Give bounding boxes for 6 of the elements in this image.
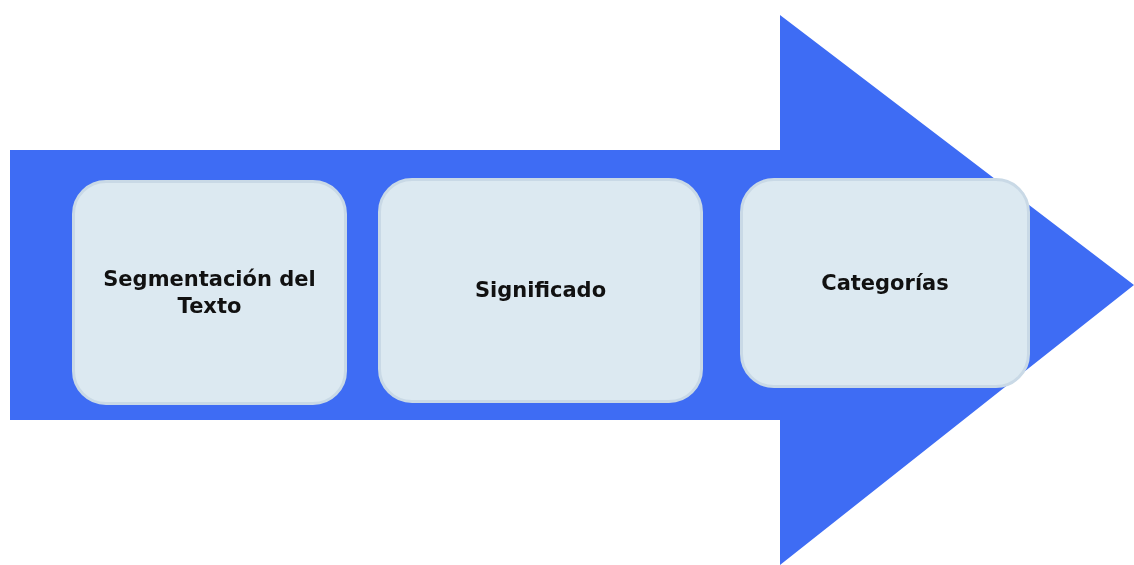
step-box [72, 180, 347, 405]
step-label: Categorías [821, 269, 949, 297]
step-box [378, 178, 703, 403]
step-label: Significado [474, 277, 607, 304]
step-label: Segmentación del Texto [102, 266, 317, 319]
step-box [740, 178, 1030, 388]
